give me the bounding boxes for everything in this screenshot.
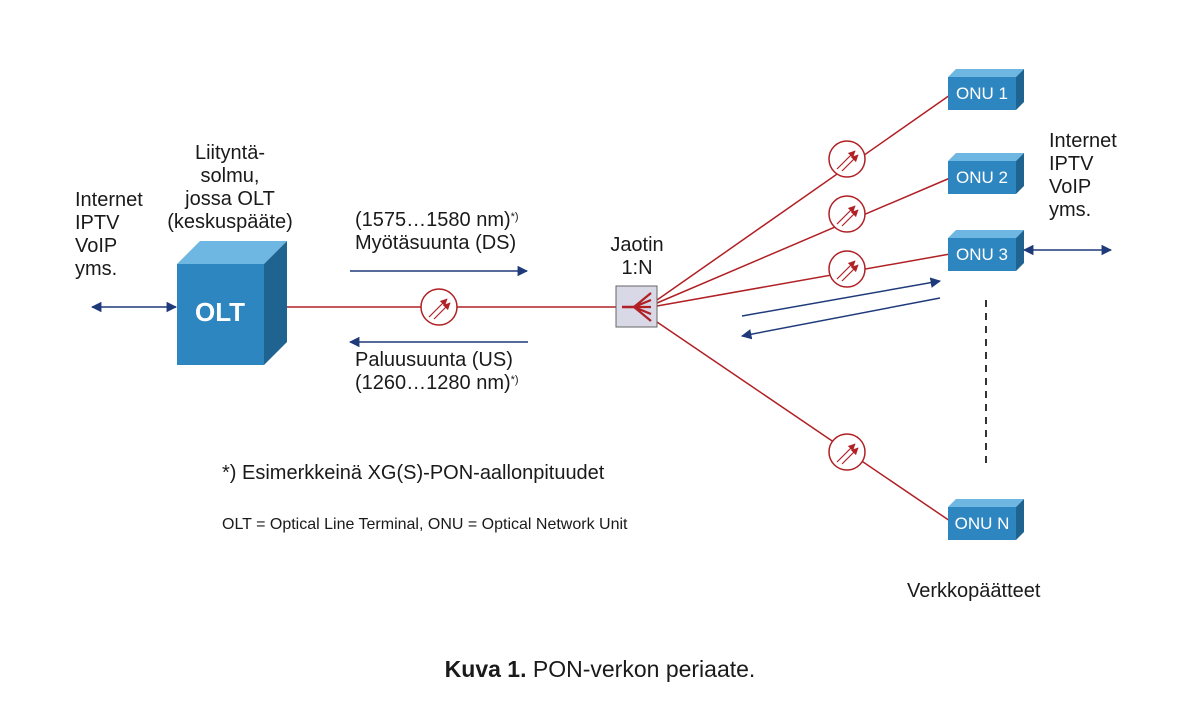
service-etc: yms.: [75, 258, 118, 280]
service-internet: Internet: [75, 189, 143, 211]
downstream-range: (1575…1580 nm)*): [355, 209, 519, 232]
upstream-range-text: (1260…1280 nm): [355, 372, 511, 394]
caption-text: PON-verkon periaate.: [526, 656, 756, 682]
footnote-mark: *): [510, 374, 519, 386]
wavelength-note: *) Esimerkkeinä XG(S)-PON-aallonpituudet: [222, 462, 605, 484]
terminals-label: Verkkopäätteet: [907, 580, 1041, 602]
splitter-label-line: Jaotin: [610, 234, 664, 256]
service-voip: VoIP: [1049, 176, 1092, 198]
splitter-label: Jaotin 1:N: [597, 234, 677, 280]
olt-description: Liityntä- solmu, jossa OLT (keskuspääte): [150, 142, 310, 234]
onu-box-n: ONU N: [948, 499, 1024, 540]
fiber-onu-1: [656, 94, 951, 301]
downstream-range-text: (1575…1580 nm): [355, 209, 511, 231]
onu-2-label: ONU 2: [956, 168, 1008, 187]
olt-desc-line: (keskuspääte): [167, 211, 293, 233]
onu-upstream-arrow: [740, 297, 941, 340]
optical-signal-icon: [829, 251, 865, 287]
onu-box-2: ONU 2: [948, 153, 1024, 194]
olt-box: OLT: [177, 241, 287, 365]
caption-number: Kuva 1.: [444, 656, 527, 682]
olt-label: OLT: [195, 297, 245, 327]
footnote-mark: *): [510, 211, 519, 223]
optical-signal-icon: [829, 141, 865, 177]
splitter-icon: [615, 285, 658, 328]
onu-1-label: ONU 1: [956, 84, 1008, 103]
abbreviations-note: OLT = Optical Line Terminal, ONU = Optic…: [222, 516, 628, 533]
optical-signal-icon: [829, 196, 865, 232]
service-internet: Internet: [1049, 130, 1117, 152]
olt-desc-line: Liityntä-: [194, 142, 266, 164]
left-services: Internet IPTV VoIP yms.: [75, 189, 143, 281]
service-iptv: IPTV: [1049, 153, 1094, 175]
service-iptv: IPTV: [75, 212, 120, 234]
onu-3-label: ONU 3: [956, 245, 1008, 264]
onu-downstream-arrow: [741, 277, 942, 317]
right-services: Internet IPTV VoIP yms.: [1049, 130, 1117, 222]
upstream-label: Paluusuunta (US): [355, 349, 513, 371]
optical-signal-icon: [829, 434, 865, 470]
onu-box-3: ONU 3: [948, 230, 1024, 271]
olt-desc-line: jossa OLT: [185, 188, 275, 210]
onu-box-1: ONU 1: [948, 69, 1024, 110]
upstream-range: (1260…1280 nm)*): [355, 372, 519, 395]
olt-desc-line: solmu,: [200, 165, 260, 187]
fiber-onu-3: [656, 253, 951, 307]
downstream-labels: (1575…1580 nm)*) Myötäsuunta (DS): [355, 209, 519, 255]
fiber-onu-n: [656, 321, 951, 522]
splitter-label-line: 1:N: [621, 257, 653, 279]
optical-signal-icon: [421, 289, 457, 325]
fiber-onu-2: [656, 177, 951, 304]
figure-caption: Kuva 1. PON-verkon periaate.: [0, 656, 1200, 683]
service-etc: yms.: [1049, 199, 1092, 221]
downstream-label: Myötäsuunta (DS): [355, 232, 517, 254]
service-voip: VoIP: [75, 235, 118, 257]
upstream-labels: Paluusuunta (US) (1260…1280 nm)*): [355, 349, 519, 395]
onu-n-label: ONU N: [955, 514, 1010, 533]
